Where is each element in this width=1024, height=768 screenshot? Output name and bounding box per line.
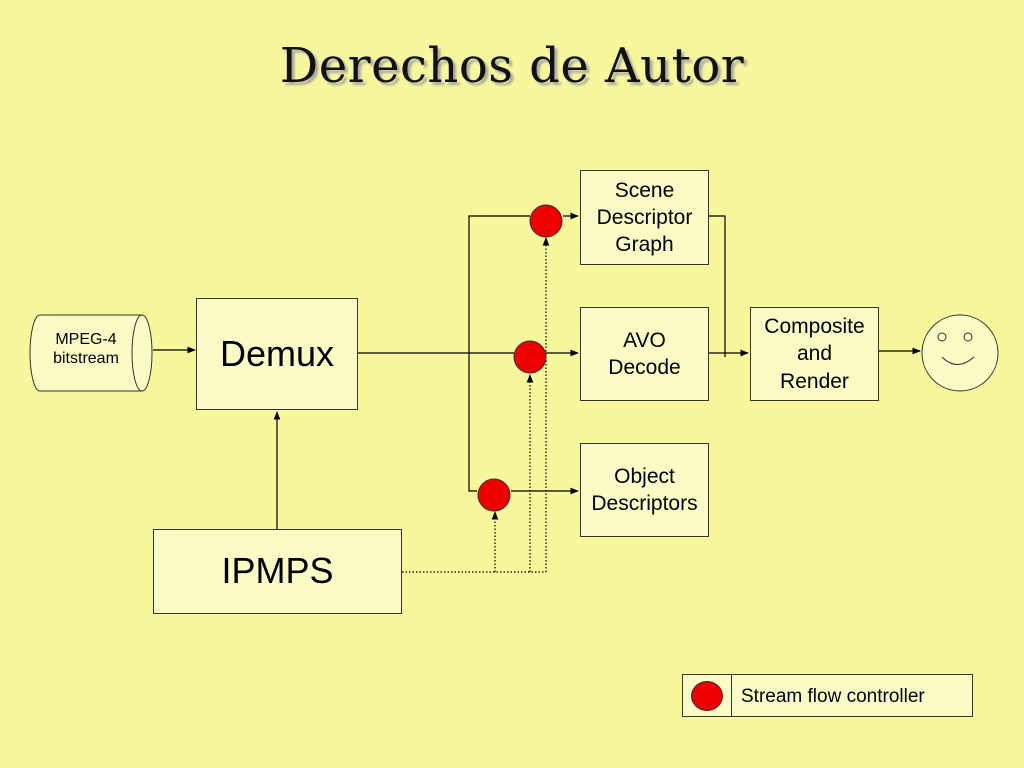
ipmps-label: IPMPS [221,550,334,592]
ipmps-box: IPMPS [153,529,402,614]
controller-avo-icon [513,340,547,374]
ipmps-control-lines [402,237,550,573]
line-scene-to-composite [709,215,726,357]
controller-object-icon [477,478,511,512]
scene-descriptor-label: Scene Descriptor Graph [596,178,693,257]
legend: Stream flow controller [682,674,973,717]
avo-decode-box: AVO Decode [580,307,709,401]
demux-label: Demux [219,332,335,374]
legend-label: Stream flow controller [741,686,925,707]
page-title: Derechos de Autor [279,38,745,94]
controller-scene-icon [529,204,563,238]
legend-divider [731,675,732,716]
smiley-face-icon [921,314,999,392]
legend-controller-icon [691,681,723,711]
avo-decode-label: AVO Decode [608,328,681,379]
line-bus-vertical [468,215,530,492]
object-descriptors-label: Object Descriptors [591,464,698,515]
bitstream-cylinder [29,314,153,392]
scene-descriptor-box: Scene Descriptor Graph [580,170,709,265]
bitstream-label: MPEG-4 bitstream [53,331,119,368]
composite-render-label: Composite and Render [764,315,865,393]
object-descriptors-box: Object Descriptors [580,443,709,537]
composite-render-box: Composite and Render [750,307,879,401]
demux-box: Demux [196,298,358,410]
